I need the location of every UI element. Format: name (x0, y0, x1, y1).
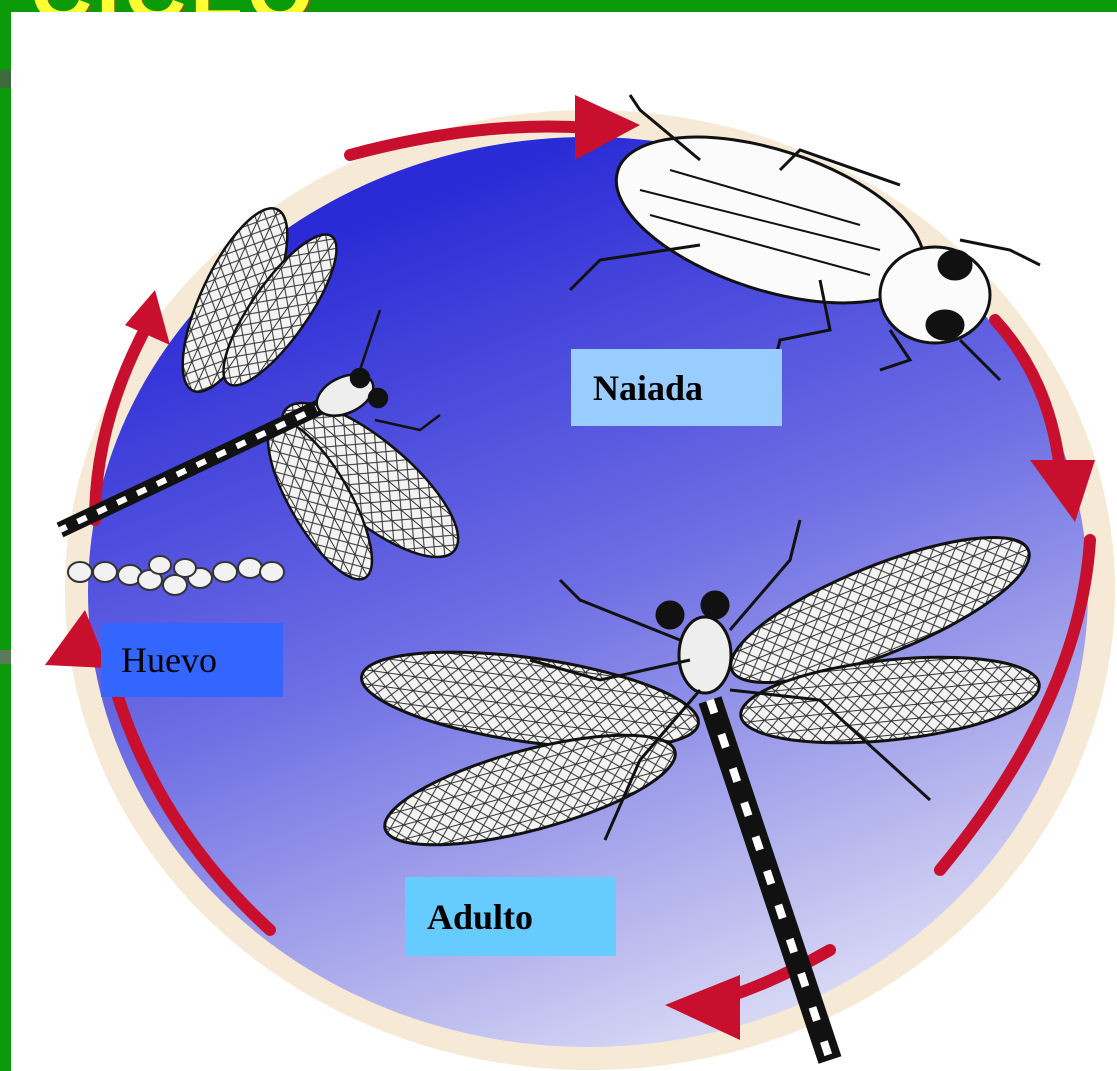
stage-label-naiada-text: Naiada (593, 367, 703, 409)
stage-label-huevo: Huevo (101, 623, 283, 697)
stage-label-adulto-text: Adulto (427, 896, 533, 938)
stage-label-huevo-text: Huevo (121, 639, 217, 681)
stage-label-adulto: Adulto (405, 877, 616, 956)
stage-label-naiada: Naiada (571, 349, 782, 426)
